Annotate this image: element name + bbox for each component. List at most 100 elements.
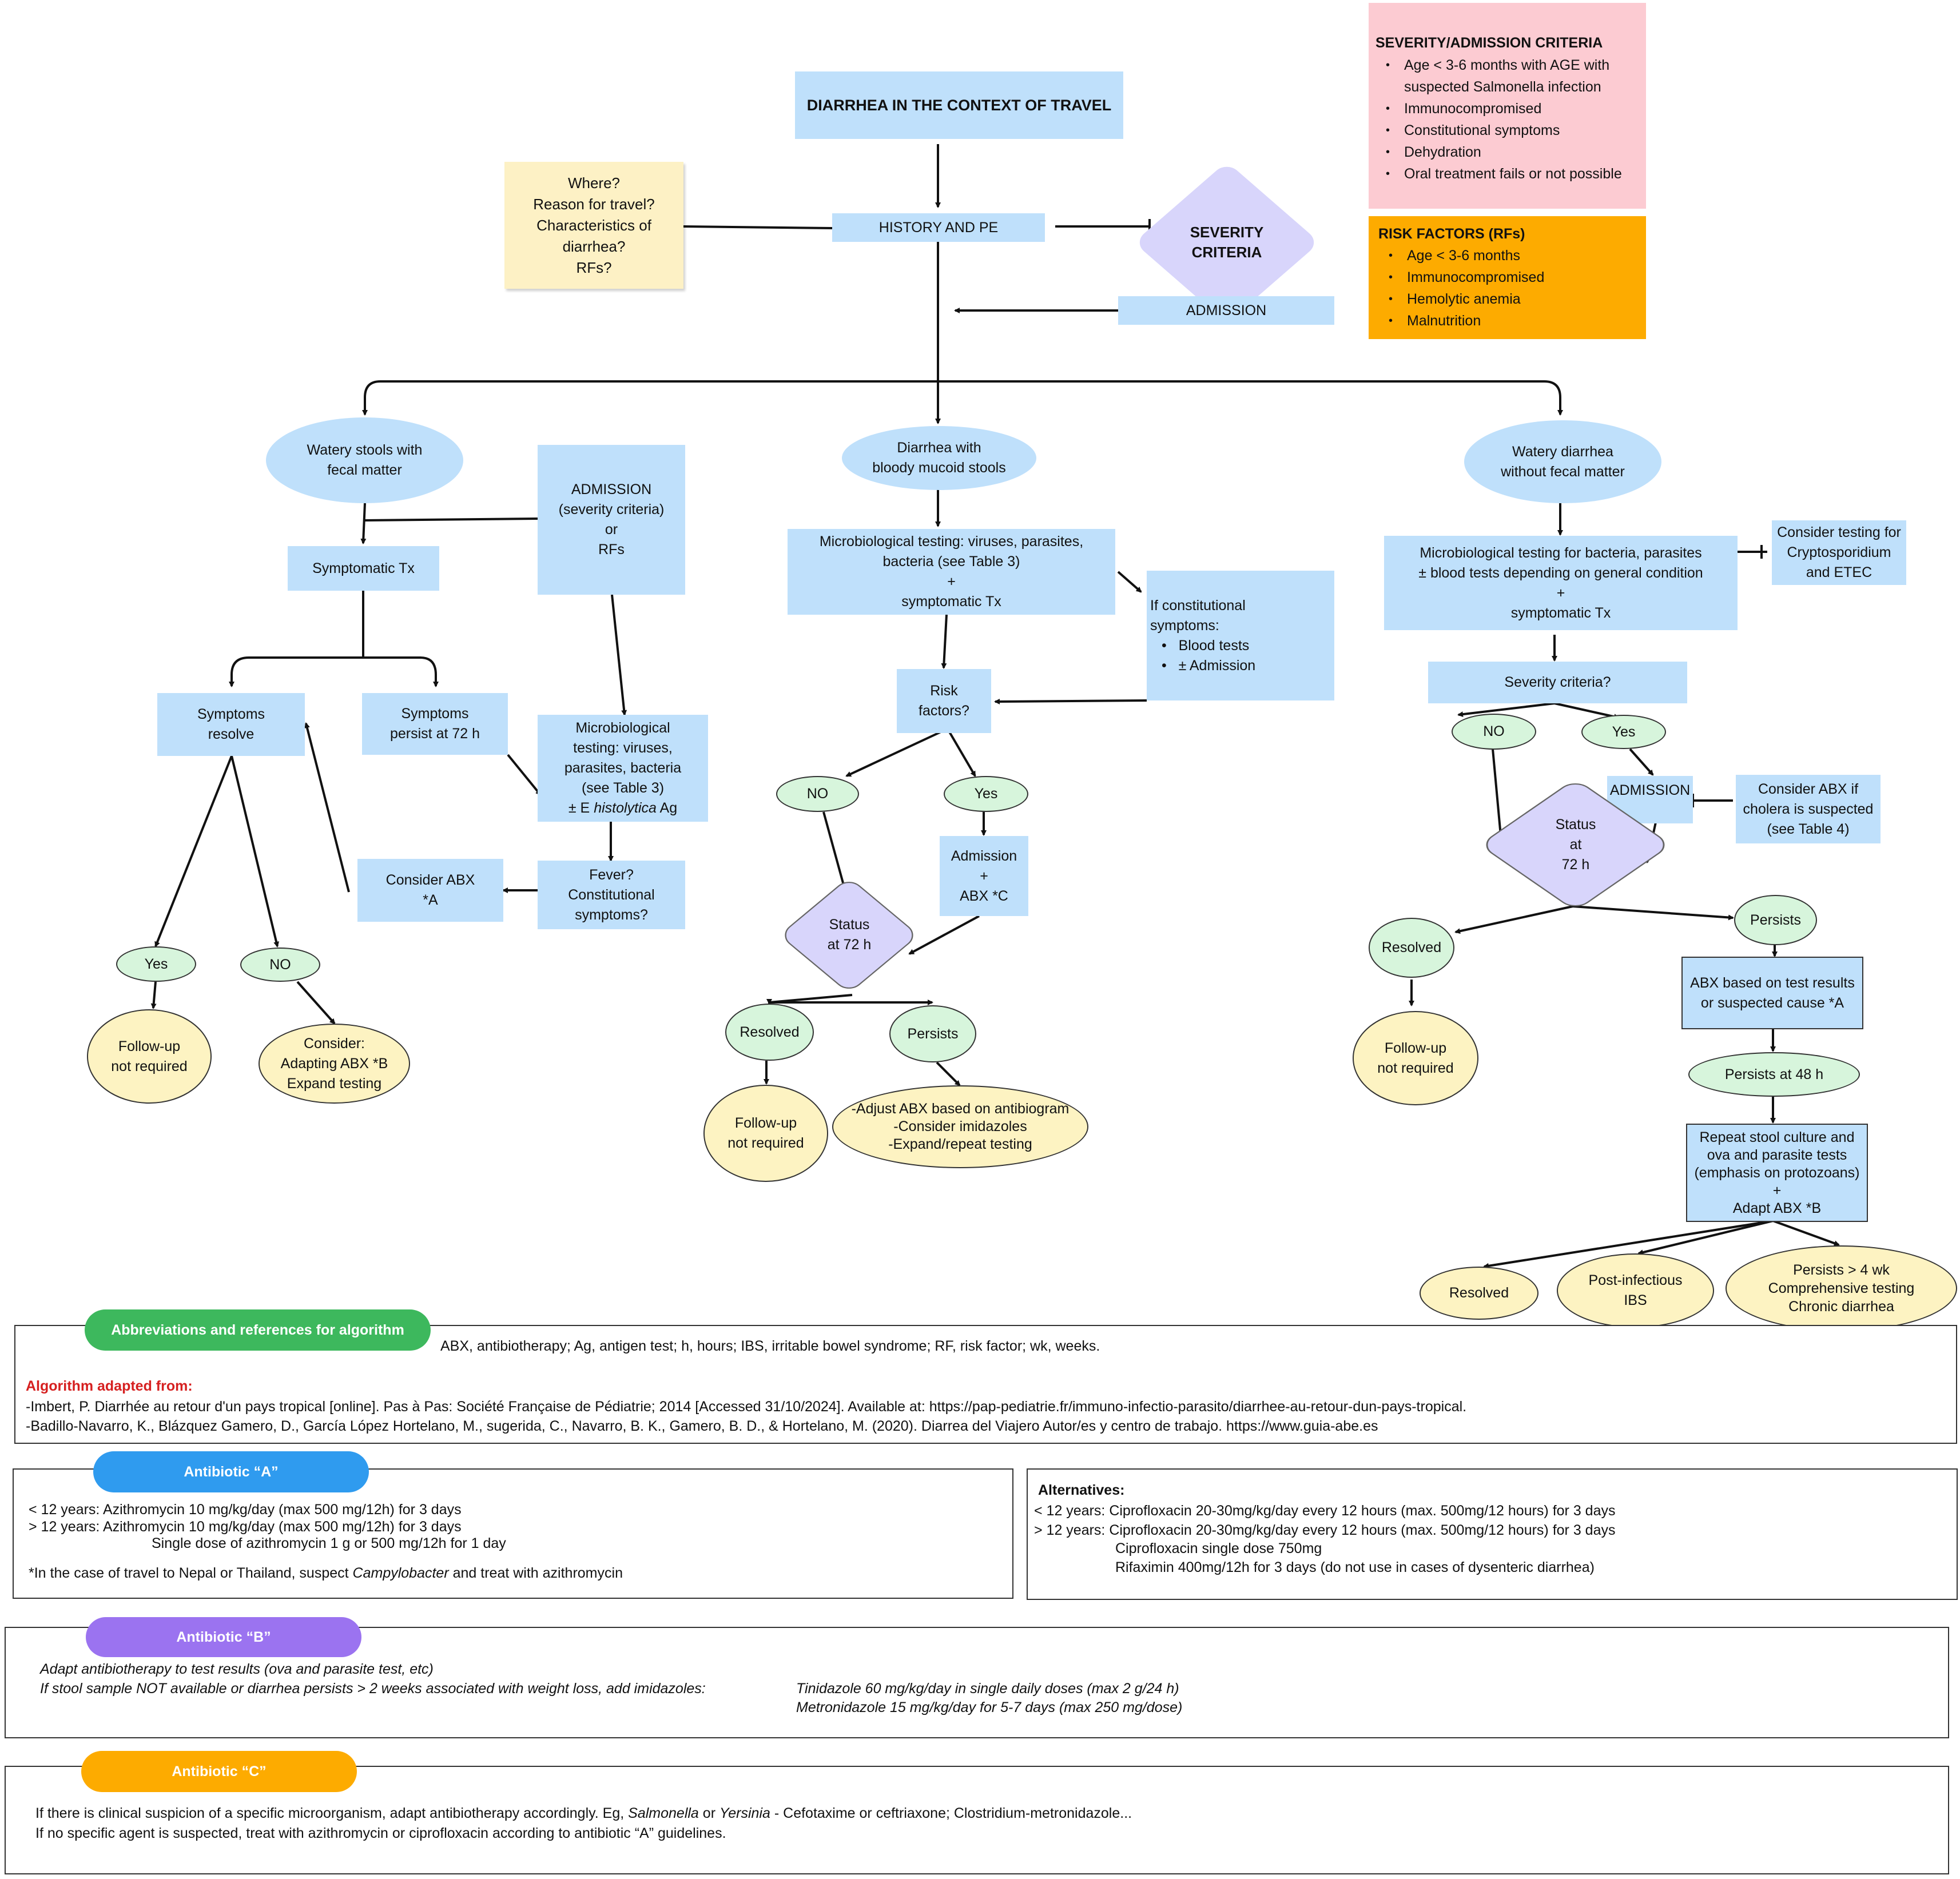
- alternatives-heading: Alternatives:: [1038, 1482, 1125, 1498]
- right-status-label: Status at 72 h: [1521, 812, 1630, 878]
- left-consider-oval: Consider: Adapting ABX *B Expand testing: [259, 1024, 410, 1104]
- watery-no-fecal-line1: Watery diarrhea: [1512, 443, 1613, 460]
- repeat-line1: Repeat stool culture and: [1699, 1129, 1855, 1145]
- left-admission-line2: (severity criteria): [558, 501, 665, 517]
- histolytica-prefix: ± E: [568, 800, 594, 816]
- risk-line2: factors?: [919, 703, 969, 719]
- severity-item: Age < 3-6 months with AGE with: [1386, 54, 1646, 76]
- left-micro-line4: (see Table 3): [581, 780, 665, 796]
- severity-question-text: Severity criteria?: [1504, 674, 1611, 690]
- reference-1: -Imbert, P. Diarrhée au retour d'un pays…: [26, 1399, 1467, 1415]
- reference-2: -Badillo-Navarro, K., Blázquez Gamero, D…: [26, 1418, 1378, 1434]
- bloody-mucoid-oval: Diarrhea with bloody mucoid stools: [842, 426, 1036, 490]
- history-questions-note: Where? Reason for travel? Characteristic…: [504, 162, 683, 289]
- antibiotic-c-line2: If no specific agent is suspected, treat…: [35, 1825, 726, 1841]
- note-suffix: and treat with azithromycin: [448, 1565, 623, 1581]
- adapted-from-heading: Algorithm adapted from:: [26, 1378, 193, 1394]
- middle-status-label: Status at 72 h: [798, 909, 901, 961]
- fever-box: Fever? Constitutional symptoms?: [538, 861, 685, 929]
- fever-line3: symptoms?: [575, 906, 648, 923]
- middle-followup-oval: Follow-up not required: [703, 1085, 828, 1182]
- severity-panel-heading: SEVERITY/ADMISSION CRITERIA: [1375, 35, 1603, 51]
- left-yes-oval: Yes: [116, 946, 196, 982]
- adjust-line2: -Consider imidazoles: [893, 1118, 1027, 1134]
- symptomatic-tx-text: Symptomatic Tx: [312, 560, 415, 576]
- ibs-line2: IBS: [1624, 1292, 1647, 1308]
- right-followup-line2: not required: [1377, 1060, 1454, 1076]
- fever-line2: Constitutional: [568, 886, 655, 903]
- antibiotic-c-line1: If there is clinical suspicion of a spec…: [35, 1804, 1132, 1823]
- question-rfs: RFs?: [576, 258, 612, 276]
- right-status-line3: 72 h: [1561, 857, 1590, 873]
- abx-based-line2: or suspected cause *A: [1700, 994, 1844, 1011]
- antibiotic-a-pill: Antibiotic “A”: [93, 1451, 369, 1492]
- consider-testing-line1: Consider testing for: [1777, 524, 1901, 540]
- severity-item: Immunocompromised: [1386, 98, 1646, 120]
- antibiotic-b-line2: If stool sample NOT available or diarrhe…: [40, 1681, 706, 1697]
- chronic-diarrhea-oval: Persists > 4 wk Comprehensive testing Ch…: [1726, 1245, 1957, 1331]
- risk-factors-panel: RISK FACTORS (RFs) Age < 3-6 months Immu…: [1369, 216, 1646, 339]
- right-admission-text: ADMISSION: [1609, 782, 1691, 798]
- risk-item: Hemolytic anemia: [1389, 288, 1646, 310]
- left-micro-line1: Microbiological: [575, 720, 670, 736]
- risk-line1: Risk: [930, 683, 958, 699]
- risk-factors-box: Risk factors?: [897, 669, 991, 733]
- middle-resolved-text: Resolved: [740, 1024, 800, 1040]
- chronic-line2: Comprehensive testing: [1768, 1280, 1915, 1296]
- antibiotic-b-pill-text: Antibiotic “B”: [176, 1629, 271, 1645]
- left-consider-abx-line2: *A: [423, 892, 438, 908]
- right-resolved-oval: Resolved: [1369, 918, 1454, 978]
- salmonella-word: Salmonella: [628, 1805, 699, 1821]
- question-characteristics: Characteristics of: [536, 216, 651, 234]
- ibs-line1: Post-infectious: [1588, 1272, 1683, 1288]
- antibiotic-c-pill: Antibiotic “C”: [81, 1751, 357, 1792]
- left-admission-line4: RFs: [598, 542, 625, 558]
- watery-no-fecal-line2: without fecal matter: [1501, 463, 1625, 480]
- severity-line2: CRITERIA: [1191, 244, 1262, 261]
- fever-line1: Fever?: [589, 866, 634, 883]
- admission-top-text: ADMISSION: [1186, 302, 1267, 319]
- watery-fecal-line2: fecal matter: [327, 462, 402, 478]
- middle-status-line2: at 72 h: [827, 937, 872, 953]
- left-micro-testing-box: Microbiological testing: viruses, parasi…: [538, 715, 708, 822]
- title-text: DIARRHEA IN THE CONTEXT OF TRAVEL: [806, 96, 1112, 114]
- admission-abx-line2: +: [980, 867, 988, 884]
- symptoms-resolve-box: Symptoms resolve: [157, 693, 305, 756]
- right-micro-line2: ± blood tests depending on general condi…: [1418, 564, 1703, 581]
- severity-item: suspected Salmonella infection: [1404, 79, 1601, 95]
- risk-panel-heading: RISK FACTORS (RFs): [1378, 226, 1525, 242]
- c-line1-or: or: [698, 1805, 719, 1821]
- watery-no-fecal-oval: Watery diarrhea without fecal matter: [1464, 420, 1661, 503]
- symptomatic-tx-box: Symptomatic Tx: [288, 546, 439, 591]
- question-diarrhea: diarrhea?: [562, 237, 626, 255]
- left-consider-abx-box: Consider ABX *A: [357, 859, 503, 922]
- alternatives-line1: < 12 years: Ciprofloxacin 20-30mg/kg/day…: [1034, 1503, 1616, 1519]
- middle-no-oval: NO: [776, 776, 859, 812]
- right-followup-line1: Follow-up: [1384, 1040, 1447, 1056]
- question-where: Where?: [567, 174, 621, 192]
- severity-criteria-label: SEVERITY CRITERIA: [1144, 202, 1310, 282]
- risk-item: Immunocompromised: [1389, 266, 1646, 288]
- right-yes-oval: Yes: [1581, 715, 1666, 749]
- left-micro-line5: ± E histolytica Ag: [568, 798, 677, 818]
- consider-testing-line3: and ETEC: [1806, 564, 1872, 580]
- right-yes-text: Yes: [1612, 723, 1636, 740]
- severity-item: Constitutional symptoms: [1386, 120, 1646, 141]
- left-consider-abx-line1: Consider ABX: [385, 872, 475, 888]
- middle-resolved-oval: Resolved: [725, 1004, 814, 1061]
- adjust-line1: -Adjust ABX based on antibiogram: [851, 1101, 1070, 1117]
- antibiotic-b-tinidazole: Tinidazole 60 mg/kg/day in single daily …: [796, 1681, 1179, 1697]
- left-admission-line1: ADMISSION: [571, 481, 652, 497]
- alternatives-line3: Ciprofloxacin single dose 750mg: [1115, 1540, 1322, 1556]
- histolytica-word: histolytica: [594, 800, 657, 816]
- consider-testing-box: Consider testing for Cryptosporidium and…: [1772, 520, 1906, 585]
- symptoms-persist-box: Symptoms persist at 72 h: [362, 693, 508, 755]
- repeat-stool-box: Repeat stool culture and ova and parasit…: [1686, 1124, 1868, 1222]
- admission-abx-box: Admission + ABX *C: [940, 836, 1028, 916]
- constitutional-line2: symptoms:: [1150, 617, 1219, 634]
- admission-optional-text: ± Admission: [1178, 657, 1256, 674]
- middle-persists-oval: Persists: [889, 1005, 976, 1062]
- abx-based-line1: ABX based on test results: [1690, 974, 1855, 991]
- right-no-text: NO: [1483, 723, 1505, 739]
- left-followup-oval: Follow-up not required: [87, 1009, 212, 1104]
